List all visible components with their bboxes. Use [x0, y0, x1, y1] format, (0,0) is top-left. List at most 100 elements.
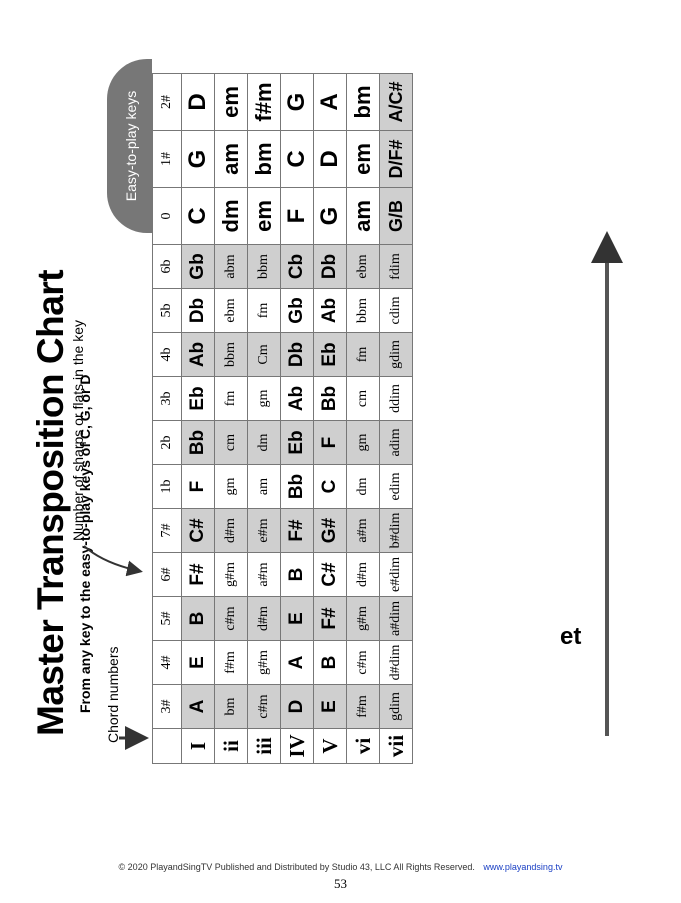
chord-cell: D: [280, 684, 314, 729]
easy-chord-cell: D: [181, 73, 215, 131]
table-row: vii gdim d#dim a#dim e#dim b#dim edim ad…: [379, 73, 413, 764]
easy-chord-cell: A/C#: [379, 73, 413, 131]
chord-cell: Ab: [280, 376, 314, 421]
easy-chord-cell: F: [280, 187, 314, 245]
chord-number-cell: iii: [247, 728, 281, 764]
chord-cell: c#m: [247, 684, 281, 729]
easy-chord-cell: G: [181, 130, 215, 188]
chord-cell: Eb: [313, 332, 347, 377]
chord-cell: bbm: [247, 244, 281, 289]
chord-cell: c#m: [346, 640, 380, 685]
chord-cell: am: [247, 464, 281, 509]
chord-cell: fm: [346, 332, 380, 377]
table-row: V E B F# C# G# C F Bb Eb Ab Db G D A: [313, 73, 347, 764]
chord-cell: Gb: [181, 244, 215, 289]
sharps-flats-label: Number of sharps or flats in the key: [70, 320, 86, 541]
chord-cell: d#m: [214, 508, 248, 553]
easy-chord-cell: bm: [247, 130, 281, 188]
chord-cell: bbm: [346, 288, 380, 333]
easy-keys-tab: Easy-to-play keys: [107, 59, 152, 233]
footer-line: © 2020 PlayandSingTV Published and Distr…: [0, 862, 681, 872]
chord-cell: fm: [214, 376, 248, 421]
table-row: iii c#m g#m d#m a#m e#m am dm gm Cm fm b…: [247, 73, 281, 764]
table-header-cell: 4b: [152, 332, 182, 377]
chord-cell: edim: [379, 464, 413, 509]
footer-url-link[interactable]: www.playandsing.tv: [483, 862, 563, 872]
chord-cell: gdim: [379, 684, 413, 729]
table-header-cell: 5#: [152, 596, 182, 641]
chord-cell: F: [313, 420, 347, 465]
chord-cell: Db: [181, 288, 215, 333]
chord-cell: f#m: [214, 640, 248, 685]
chord-cell: g#m: [346, 596, 380, 641]
easy-chord-cell: G: [313, 187, 347, 245]
chord-cell: g#m: [214, 552, 248, 597]
chord-cell: Bb: [181, 420, 215, 465]
chord-cell: a#m: [247, 552, 281, 597]
table-header-cell: 7#: [152, 508, 182, 553]
chord-cell: adim: [379, 420, 413, 465]
table-row: I A E B F# C# F Bb Eb Ab Db Gb C G D: [181, 73, 215, 764]
chord-cell: cdim: [379, 288, 413, 333]
easy-chord-cell: C: [181, 187, 215, 245]
table-header-cell: 0: [152, 187, 182, 245]
chord-cell: gm: [346, 420, 380, 465]
chord-cell: E: [313, 684, 347, 729]
chord-cell: c#m: [214, 596, 248, 641]
chord-cell: Eb: [181, 376, 215, 421]
chord-cell: E: [280, 596, 314, 641]
chord-number-cell: ii: [214, 728, 248, 764]
chord-cell: Ab: [181, 332, 215, 377]
chord-cell: Cb: [280, 244, 314, 289]
chord-cell: ddim: [379, 376, 413, 421]
table-row: vi f#m c#m g#m d#m a#m dm gm cm fm bbm e…: [346, 73, 380, 764]
chord-cell: e#dim: [379, 552, 413, 597]
chord-cell: B: [313, 640, 347, 685]
chord-number-cell: I: [181, 728, 215, 764]
chord-cell: cm: [214, 420, 248, 465]
chord-cell: dm: [247, 420, 281, 465]
chord-cell: C: [313, 464, 347, 509]
chord-cell: Cm: [247, 332, 281, 377]
chord-cell: gm: [214, 464, 248, 509]
table-header-cell: 1#: [152, 130, 182, 188]
easy-chord-cell: G/B: [379, 187, 413, 245]
chord-cell: abm: [214, 244, 248, 289]
chord-cell: B: [280, 552, 314, 597]
chord-cell: a#dim: [379, 596, 413, 641]
chord-number-cell: V: [313, 728, 347, 764]
chord-cell: Db: [280, 332, 314, 377]
chord-cell: Ab: [313, 288, 347, 333]
easy-chord-cell: D/F#: [379, 130, 413, 188]
chord-cell: cm: [346, 376, 380, 421]
chord-cell: e#m: [247, 508, 281, 553]
chord-cell: fdim: [379, 244, 413, 289]
easy-chord-cell: D: [313, 130, 347, 188]
transposition-table: 3# 4# 5# 6# 7# 1b 2b 3b 4b 5b 6b 0 1# 2#…: [152, 73, 413, 764]
footer-copyright: © 2020 PlayandSingTV Published and Distr…: [118, 862, 475, 872]
chord-cell: gm: [247, 376, 281, 421]
easy-chord-cell: C: [280, 130, 314, 188]
table-header-cell: 6#: [152, 552, 182, 597]
chord-cell: A: [280, 640, 314, 685]
chord-number-cell: vi: [346, 728, 380, 764]
table-header-cell: 4#: [152, 640, 182, 685]
chord-cell: G#: [313, 508, 347, 553]
chord-cell: d#m: [247, 596, 281, 641]
chord-cell: F#: [313, 596, 347, 641]
table-header-cell: 2b: [152, 420, 182, 465]
chart-sheet: Master Transposition Chart From any key …: [15, 1, 665, 881]
easy-chord-cell: em: [346, 130, 380, 188]
chord-cell: B: [181, 596, 215, 641]
easy-chord-cell: bm: [346, 73, 380, 131]
table-row: IV D A E B F# Bb Eb Ab Db Gb Cb F C G: [280, 73, 314, 764]
easy-chord-cell: em: [247, 187, 281, 245]
table-header-row: 3# 4# 5# 6# 7# 1b 2b 3b 4b 5b 6b 0 1# 2#: [152, 73, 182, 764]
chord-cell: C#: [313, 552, 347, 597]
sharps-flats-arrow: [83, 545, 143, 577]
table-header-cell: 3b: [152, 376, 182, 421]
chord-cell: F: [181, 464, 215, 509]
chord-cell: Gb: [280, 288, 314, 333]
table-header-cell: 1b: [152, 464, 182, 509]
chord-cell: Eb: [280, 420, 314, 465]
